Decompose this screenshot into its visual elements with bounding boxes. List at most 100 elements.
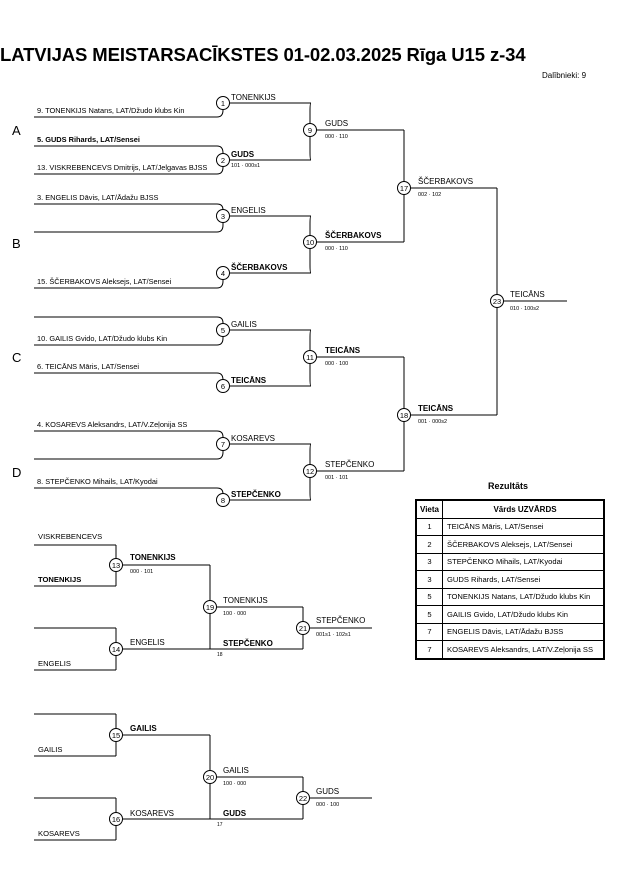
entry-name: 8. STEPČENKO Mihails, LAT/Kyodai: [37, 477, 158, 486]
match-number-circle: [216, 209, 230, 223]
match-number: 15: [112, 731, 120, 740]
winner-name: ŠČERBAKOVS: [231, 263, 288, 272]
bracket-connector: [216, 444, 224, 460]
match-score: 000 · 100: [325, 361, 348, 367]
match-number: 17: [400, 184, 408, 193]
match-number-circle: [203, 600, 217, 614]
match-number: 22: [299, 794, 307, 803]
match-number-circle: [397, 408, 411, 422]
entry-name: 9. TONENKIJS Natans, LAT/Džudo klubs Kin: [37, 106, 184, 115]
incoming-ref: 18: [217, 652, 223, 658]
match-number-circle: [109, 642, 123, 656]
match-number-circle: [109, 812, 123, 826]
bracket-connector: [216, 160, 224, 175]
match-number: 16: [112, 815, 120, 824]
entry-name: 13. VISKREBENCEVS Dmitrijs, LAT/Jelgavas…: [37, 163, 207, 172]
match-number-circle: [397, 181, 411, 195]
match-number: 13: [112, 561, 120, 570]
bracket-connector: [216, 330, 224, 346]
match-score: 001 · 000s2: [418, 419, 447, 425]
bracket-connector: [309, 329, 312, 387]
results-header-row: Vieta Vārds UZVĀRDS: [415, 499, 605, 519]
result-name: ŠČERBAKOVS Aleksejs, LAT/Sensei: [442, 535, 605, 554]
match-number: 19: [206, 603, 214, 612]
match-score: 001s1 · 102s1: [316, 632, 351, 638]
bracket-connector: [216, 430, 224, 444]
result-name: KOSAREVS Aleksandrs, LAT/V.Zeļonija SS: [442, 640, 605, 659]
bracket-connector: [309, 102, 312, 161]
bracket-connector: [216, 145, 224, 160]
match-number: 7: [221, 440, 225, 449]
match-number: 8: [221, 496, 225, 505]
match-number: 11: [306, 353, 314, 362]
result-place: 7: [415, 622, 443, 641]
result-name: STEPČENKO Mihails, LAT/Kyodai: [442, 552, 605, 571]
match-number: 20: [206, 773, 214, 782]
bracket-connector: [216, 216, 224, 233]
winner-name: TEICĀNS: [231, 376, 267, 385]
match-number: 21: [299, 624, 307, 633]
match-score: 101 · 000s1: [231, 163, 260, 169]
result-name: GUDS Rihards, LAT/Sensei: [442, 570, 605, 589]
match-score: 000 · 110: [325, 246, 348, 252]
bracket-connector: [216, 103, 224, 118]
winner-name: KOSAREVS: [231, 434, 275, 443]
match-number-circle: [216, 379, 230, 393]
entry-name: 15. ŠČERBAKOVS Aleksejs, LAT/Sensei: [37, 277, 172, 286]
match-number: 23: [493, 297, 501, 306]
result-place: 3: [415, 570, 443, 589]
results-title: Rezultāts: [488, 481, 529, 491]
match-number: 2: [221, 156, 225, 165]
winner-name: KOSAREVS: [130, 809, 174, 818]
match-score: 100 · 000: [223, 781, 246, 787]
pool-label: C: [12, 350, 21, 365]
match-number-circle: [109, 728, 123, 742]
match-number-circle: [490, 294, 504, 308]
result-place: 2: [415, 535, 443, 554]
participant-count: Dalībnieki: 9: [542, 71, 587, 80]
entry-name: 4. KOSAREVS Aleksandrs, LAT/V.Zeļonija S…: [37, 420, 187, 429]
winner-name: TONENKIJS: [130, 553, 176, 562]
match-score: 000 · 100: [316, 802, 339, 808]
winner-name: GUDS: [231, 150, 255, 159]
result-place: 7: [415, 640, 443, 659]
match-score: 100 · 000: [223, 611, 246, 617]
winner-name: STEPČENKO: [325, 460, 374, 469]
match-number: 14: [112, 645, 120, 654]
match-number-circle: [303, 464, 317, 478]
match-number-circle: [303, 123, 317, 137]
match-number-circle: [216, 266, 230, 280]
match-number: 12: [306, 467, 314, 476]
results-header-place: Vieta: [415, 499, 443, 519]
result-place: 5: [415, 605, 443, 624]
entry-name: 3. ENGELIS Dāvis, LAT/Ādažu BJSS: [37, 193, 159, 202]
bracket-connector: [309, 443, 312, 501]
winner-name: GAILIS: [223, 766, 249, 775]
pool-label: D: [12, 465, 21, 480]
pool-label: A: [12, 123, 21, 138]
incoming-name: STEPČENKO: [223, 639, 273, 648]
result-name: GAILIS Gvido, LAT/Džudo klubs Kin: [442, 605, 605, 624]
match-score: 010 · 100s2: [510, 306, 539, 312]
entry-name: 5. GUDS Rihards, LAT/Sensei: [37, 135, 140, 144]
match-number-circle: [296, 621, 310, 635]
winner-name: GAILIS: [130, 724, 157, 733]
match-number-circle: [296, 791, 310, 805]
result-place: 3: [415, 552, 443, 571]
match-number: 1: [221, 99, 225, 108]
match-number: 10: [306, 238, 314, 247]
winner-name: ENGELIS: [130, 638, 165, 647]
match-number: 4: [221, 269, 225, 278]
match-score: 000 · 101: [130, 569, 153, 575]
repechage-entry: ENGELIS: [38, 659, 71, 668]
winner-name: GUDS: [316, 787, 339, 796]
winner-name: STEPČENKO: [231, 490, 281, 499]
match-number-circle: [109, 558, 123, 572]
match-number-circle: [216, 323, 230, 337]
result-place: 1: [415, 517, 443, 536]
